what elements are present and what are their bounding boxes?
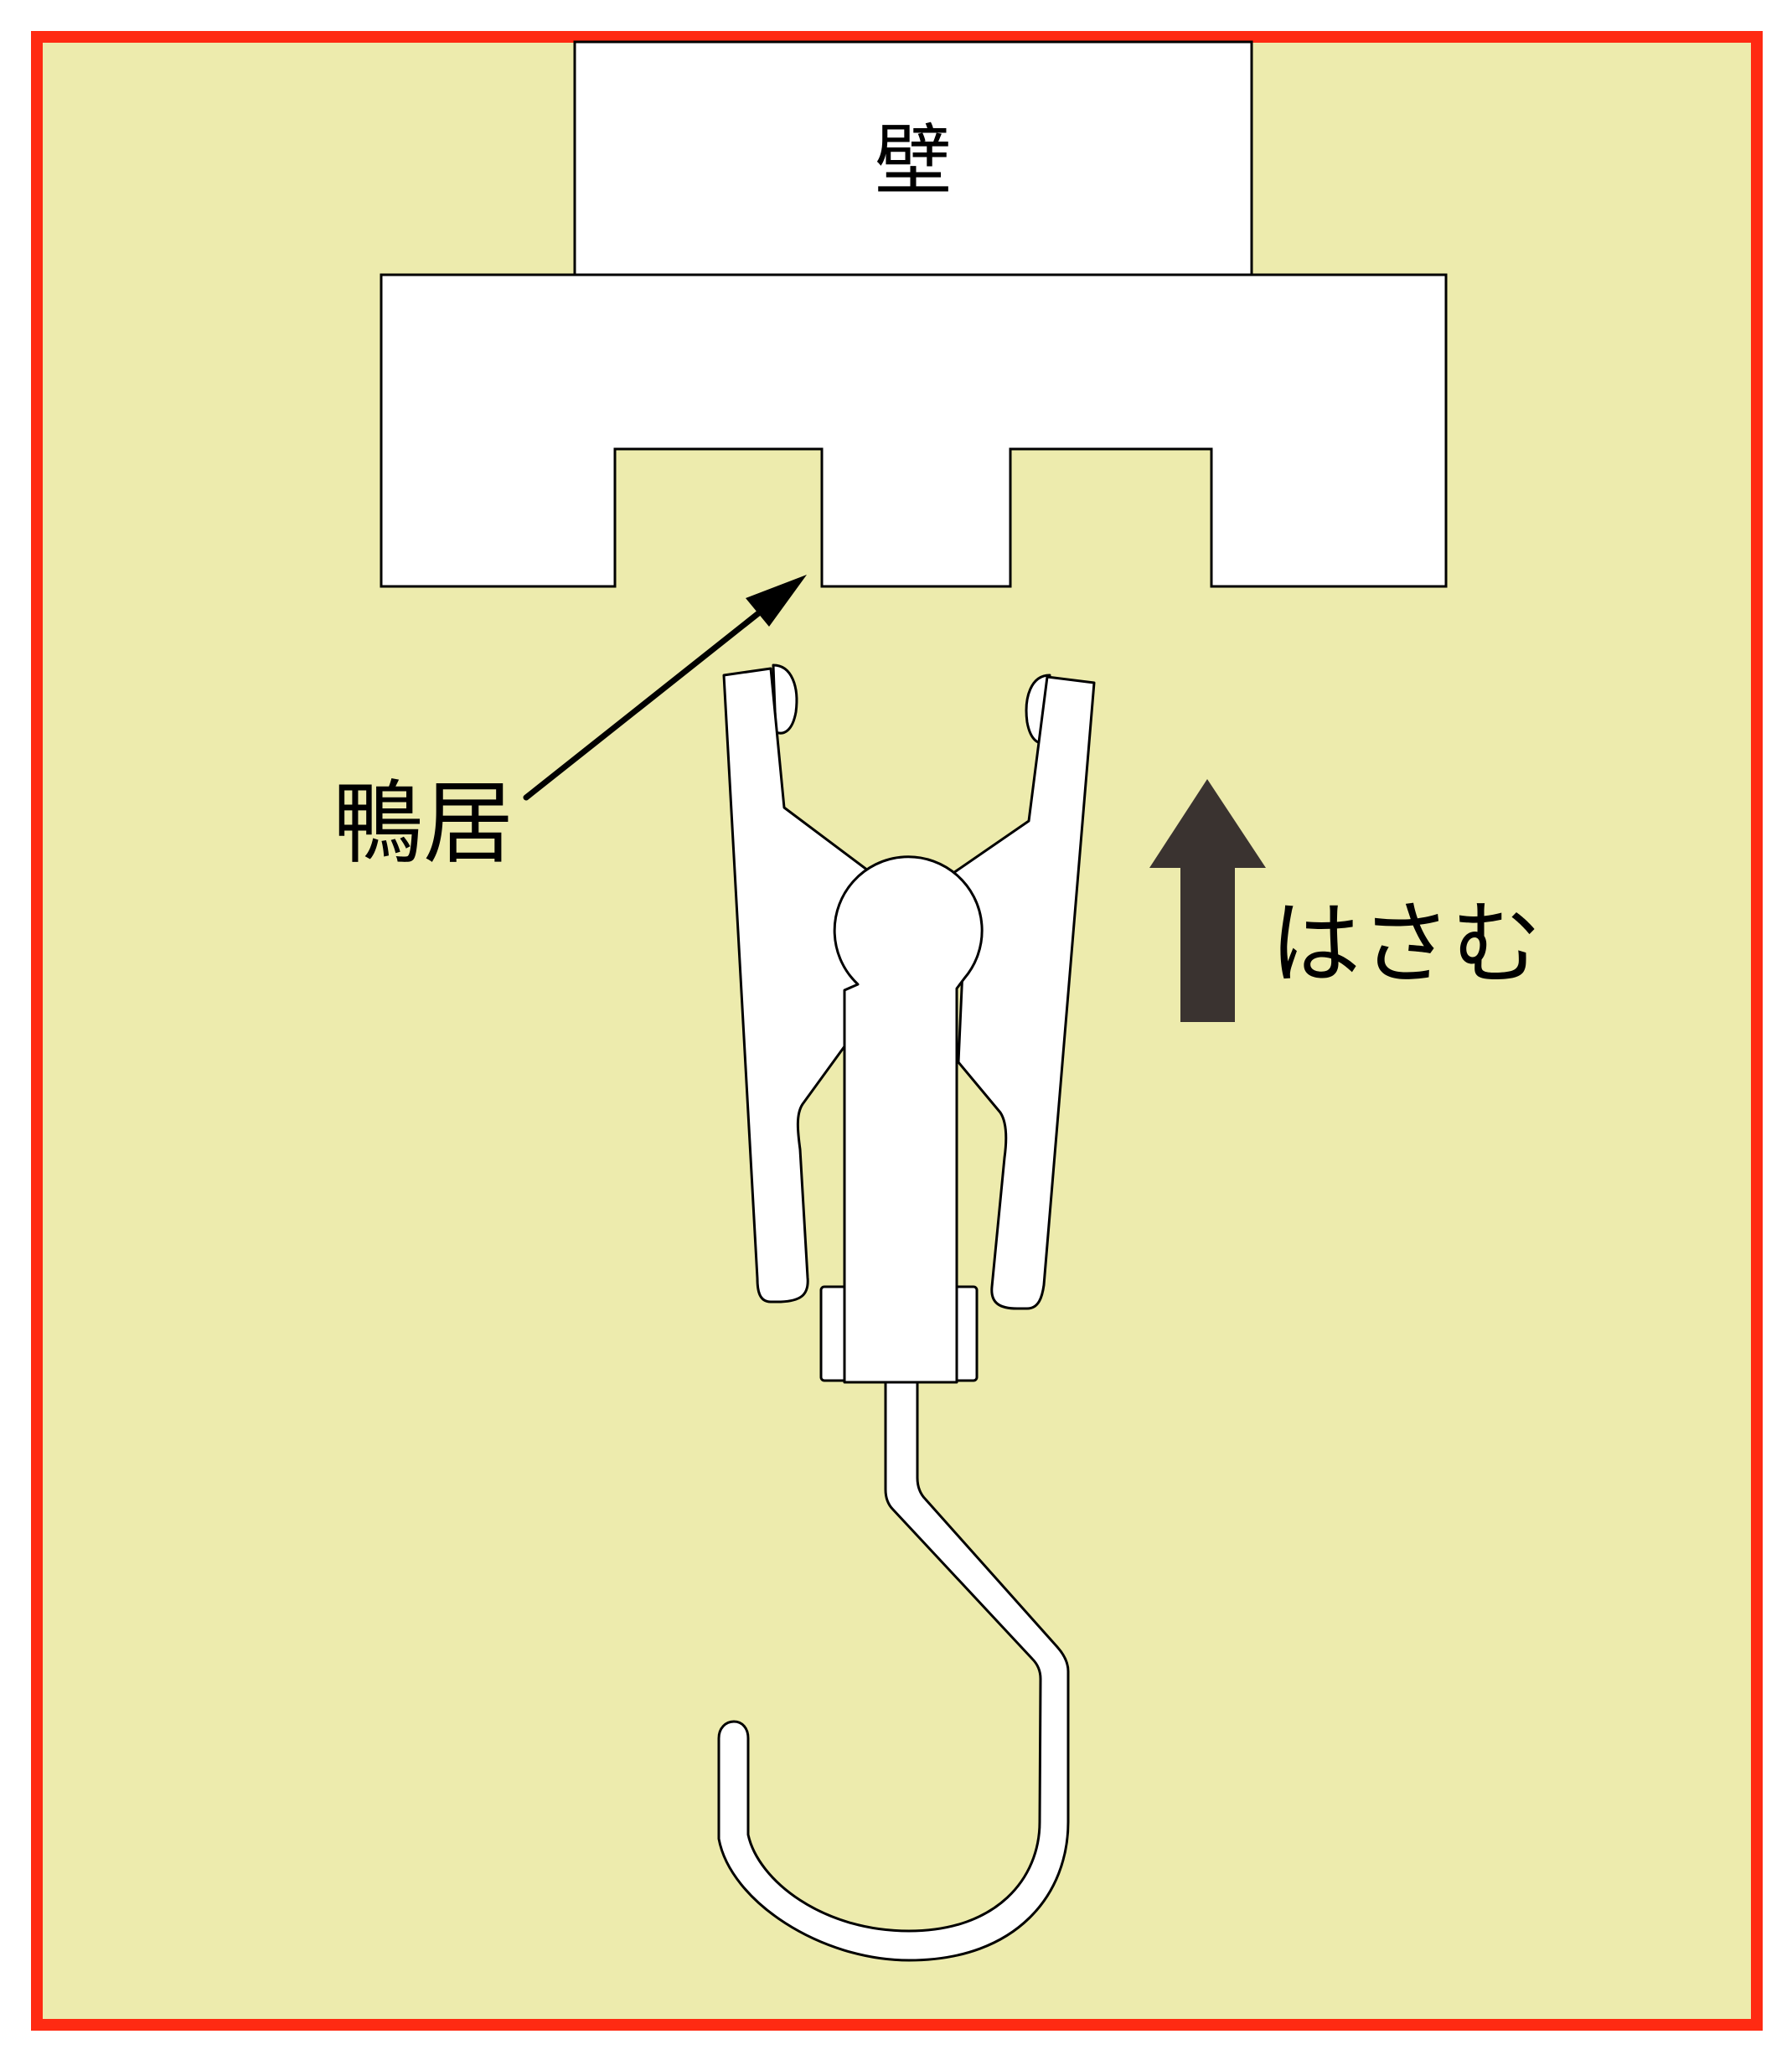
lintel-label: 鴨居 — [333, 772, 514, 876]
left-jaw — [722, 667, 873, 1304]
action-label: はさむ — [1270, 892, 1542, 997]
curtain-clip — [717, 663, 1096, 1962]
clip-pivot-body — [833, 855, 984, 1384]
lintel — [380, 273, 1448, 588]
left-jaw-knob — [772, 663, 798, 735]
wall — [573, 40, 1253, 278]
lintel-pointer-line — [523, 601, 772, 801]
lintel-pointer-arrowhead — [746, 575, 807, 627]
wall-label: 壁 — [875, 116, 952, 205]
right-jaw — [952, 675, 1096, 1310]
s-hook — [717, 1381, 1070, 1962]
action-arrow — [1149, 779, 1266, 1022]
